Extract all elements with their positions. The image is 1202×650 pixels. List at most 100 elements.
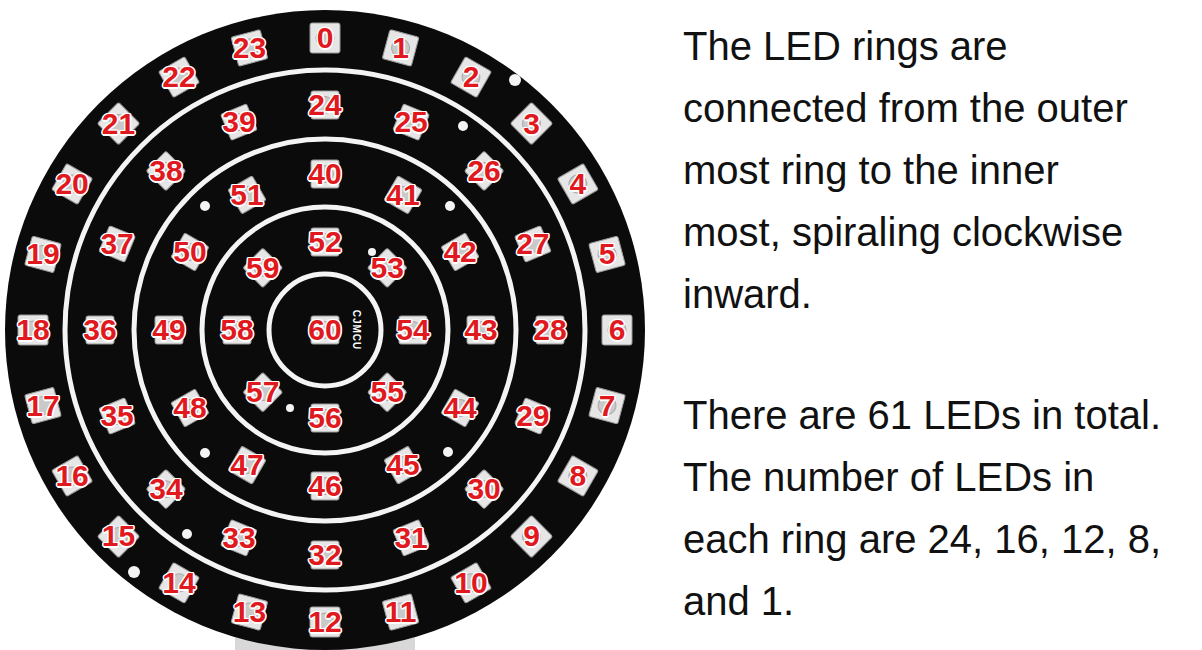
led-body [441, 389, 479, 427]
led-body [464, 151, 504, 191]
led-number: 19 [26, 239, 59, 269]
led-number: 16 [55, 461, 88, 491]
silkscreen-dot [128, 566, 140, 578]
silkscreen-dot [182, 529, 192, 539]
silkscreen-text: CJMCU [351, 310, 361, 351]
led-number: 37 [100, 229, 133, 259]
silkscreen-ring [65, 70, 585, 590]
led-chip [228, 446, 266, 484]
led-body [25, 236, 62, 273]
led-body [146, 151, 186, 191]
led-chip [52, 164, 93, 205]
led-chip [97, 515, 139, 557]
led-number: 0 [317, 23, 334, 53]
led-body [231, 594, 268, 631]
led-body [382, 594, 419, 631]
led-chip [25, 387, 62, 424]
led-number: 15 [102, 521, 135, 551]
led-number: 54 [396, 315, 429, 345]
led-number: 57 [246, 377, 279, 407]
led-number: 48 [173, 393, 206, 423]
led-number: 60 [308, 315, 341, 345]
led-body [310, 23, 340, 53]
led-chip [367, 372, 407, 412]
led-body [99, 226, 136, 263]
description-text: The LED rings are connected from the out… [683, 15, 1163, 325]
led-body [243, 248, 283, 288]
led-body [382, 30, 419, 67]
led-number: 2 [463, 62, 480, 92]
led-body [384, 176, 422, 214]
silkscreen-dot [286, 404, 294, 412]
silkscreen-dots [128, 74, 521, 578]
led-body [243, 372, 283, 412]
led-number: 5 [599, 239, 616, 269]
silkscreen-dot [458, 121, 468, 131]
led-chip [25, 236, 62, 273]
led-number: 23 [233, 33, 266, 63]
led-body [515, 398, 552, 435]
led-chip [602, 315, 632, 345]
led-number: 31 [394, 523, 427, 553]
led-chip [97, 102, 139, 144]
led-body [441, 233, 479, 271]
led-chip [393, 520, 430, 557]
led-number: 53 [371, 253, 404, 283]
led-number: 52 [308, 227, 341, 257]
led-chip [510, 515, 552, 557]
led-chip [52, 456, 93, 497]
led-number: 27 [516, 229, 549, 259]
led-body [159, 57, 200, 98]
led-number: 7 [599, 391, 616, 421]
led-chip [221, 520, 258, 557]
led-chip [146, 469, 186, 509]
led-number: 49 [152, 315, 185, 345]
led-number: 47 [230, 450, 263, 480]
led-body [515, 226, 552, 263]
led-number: 13 [233, 597, 266, 627]
led-chip [221, 104, 258, 141]
silkscreen-dot [200, 201, 210, 211]
led-chip [557, 456, 598, 497]
led-body [602, 315, 632, 345]
pcb-board [5, 10, 645, 650]
led-chip [146, 151, 186, 191]
led-body [159, 562, 200, 603]
led-chip [441, 389, 479, 427]
led-chip [393, 104, 430, 141]
led-body [393, 520, 430, 557]
led-body [589, 236, 626, 273]
led-body [221, 104, 258, 141]
led-body [52, 164, 93, 205]
led-number: 41 [386, 180, 419, 210]
led-number: 50 [173, 237, 206, 267]
led-chip [451, 57, 492, 98]
led-body [557, 164, 598, 205]
led-chip [510, 102, 552, 144]
led-body [52, 456, 93, 497]
led-body [171, 389, 209, 427]
led-chip [171, 389, 209, 427]
led-number: 1 [392, 33, 409, 63]
led-chips [18, 23, 632, 637]
led-number: 33 [222, 523, 255, 553]
led-body [510, 102, 552, 144]
led-chip [159, 562, 200, 603]
led-number: 22 [162, 62, 195, 92]
led-chip [310, 23, 340, 53]
led-number: 56 [308, 403, 341, 433]
led-body [97, 515, 139, 557]
led-number: 12 [308, 607, 341, 637]
led-chip [243, 248, 283, 288]
led-number: 55 [371, 377, 404, 407]
led-number: 34 [149, 474, 182, 504]
led-number: 8 [570, 461, 587, 491]
led-chip [441, 233, 479, 271]
led-number: 59 [246, 253, 279, 283]
led-chip [159, 57, 200, 98]
led-body [231, 30, 268, 67]
led-number: 10 [454, 568, 487, 598]
led-chip [589, 387, 626, 424]
led-chip [464, 469, 504, 509]
